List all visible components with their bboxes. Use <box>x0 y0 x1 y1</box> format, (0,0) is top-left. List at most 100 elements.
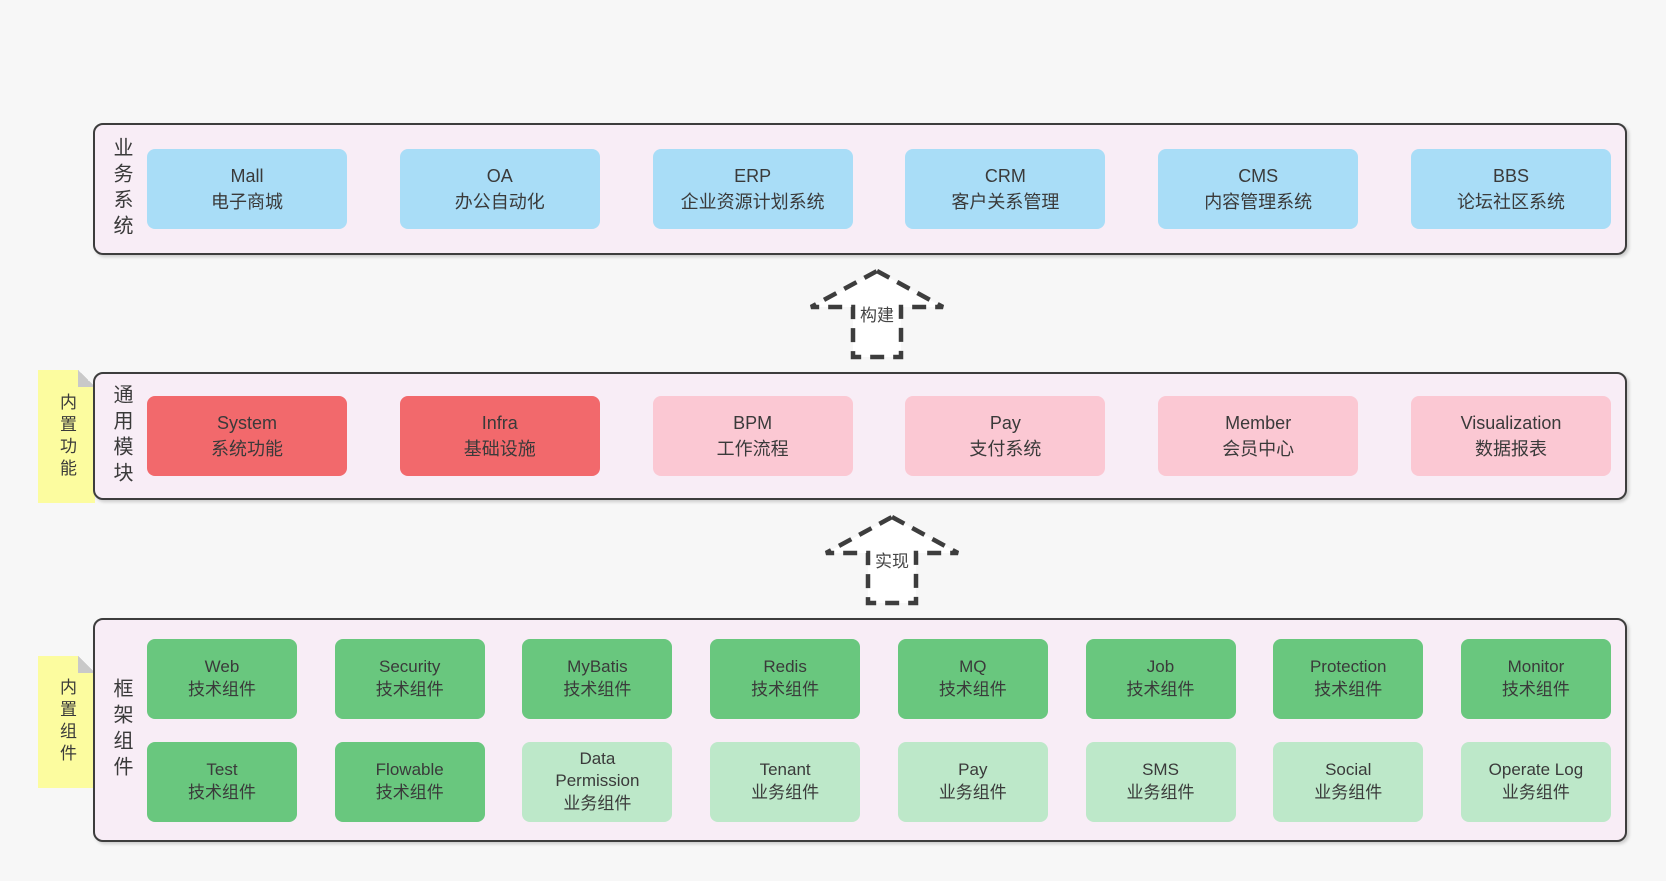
box-subtitle: 企业资源计划系统 <box>680 192 825 212</box>
sticky-note-builtin-components: 内置组件 <box>38 656 95 788</box>
box-title: BBS <box>1492 165 1529 186</box>
box-member: Member 会员中心 <box>1158 396 1359 476</box>
box-title: Data Permission <box>555 749 640 791</box>
box-mall: Mall 电子商城 <box>147 149 347 229</box>
box-erp: ERP 企业资源计划系统 <box>652 149 853 229</box>
implement-arrow: 实现 <box>822 514 962 606</box>
box-title: Visualization <box>1460 412 1562 433</box>
sticky-note-label: 内置功能 <box>57 392 76 481</box>
sticky-note-label: 内置组件 <box>57 678 76 766</box>
box-title: Pay <box>958 760 988 780</box>
box-title: Member <box>1225 412 1292 433</box>
section-label: 业务系统 <box>110 137 132 241</box>
box-subtitle: 技术组件 <box>375 782 444 802</box>
sticky-note-builtin-features: 内置功能 <box>38 370 95 503</box>
box-subtitle: 技术组件 <box>1126 679 1195 699</box>
box-monitor: Monitor 技术组件 <box>1460 638 1611 719</box>
implement-arrow-label: 实现 <box>872 546 912 573</box>
box-subtitle: 内容管理系统 <box>1204 192 1313 212</box>
component-row-2: Test 技术组件 Flowable 技术组件 Data Permission … <box>147 741 1611 822</box>
box-subtitle: 数据报表 <box>1474 439 1547 459</box>
box-tenant: Tenant 业务组件 <box>710 741 861 822</box>
box-subtitle: 业务组件 <box>1501 782 1570 802</box>
component-row-1: Web 技术组件 Security 技术组件 MyBatis 技术组件 Redi… <box>147 638 1611 719</box>
module-boxes: System 系统功能 Infra 基础设施 BPM 工作流程 Pay 支付系统… <box>147 374 1611 498</box>
folded-corner <box>78 370 95 387</box>
box-infra: Infra 基础设施 <box>399 396 600 476</box>
box-title: MyBatis <box>567 657 628 677</box>
box-security: Security 技术组件 <box>334 638 485 719</box>
component-rows: Web 技术组件 Security 技术组件 MyBatis 技术组件 Redi… <box>147 620 1611 840</box>
box-title: Security <box>378 657 441 677</box>
box-title: Mall <box>230 165 264 186</box>
box-subtitle: 客户关系管理 <box>951 192 1060 212</box>
box-web: Web 技术组件 <box>147 638 297 719</box>
box-title: Monitor <box>1507 657 1565 677</box>
box-subtitle: 技术组件 <box>751 679 820 699</box>
box-subtitle: 基础设施 <box>463 439 536 459</box>
box-social: Social 业务组件 <box>1273 741 1424 822</box>
box-crm: CRM 客户关系管理 <box>905 149 1106 229</box>
box-mq: MQ 技术组件 <box>897 638 1048 719</box>
box-subtitle: 技术组件 <box>938 679 1007 699</box>
box-visualization: Visualization 数据报表 <box>1410 396 1611 476</box>
box-subtitle: 支付系统 <box>969 439 1042 459</box>
box-subtitle: 业务组件 <box>563 793 632 813</box>
box-system: System 系统功能 <box>147 396 347 476</box>
box-subtitle: 技术组件 <box>188 782 256 802</box>
box-title: Job <box>1146 657 1175 677</box>
section-label-zone: 业务系统 <box>95 125 147 253</box>
box-subtitle: 系统功能 <box>211 439 283 459</box>
section-framework-components: 框架组件 Web 技术组件 Security 技术组件 MyBatis 技术组件… <box>93 618 1627 842</box>
folded-corner <box>78 656 95 673</box>
box-cms: CMS 内容管理系统 <box>1158 149 1359 229</box>
box-title: ERP <box>734 165 772 186</box>
box-title: Test <box>206 760 238 780</box>
box-title: Social <box>1325 760 1372 780</box>
box-oa: OA 办公自动化 <box>399 149 600 229</box>
box-subtitle: 办公自动化 <box>454 192 545 212</box>
box-subtitle: 业务组件 <box>1126 782 1195 802</box>
box-test: Test 技术组件 <box>147 741 297 822</box>
section-business-systems: 业务系统 Mall 电子商城 OA 办公自动化 ERP 企业资源计划系统 CRM… <box>93 123 1627 255</box>
box-subtitle: 技术组件 <box>1501 679 1570 699</box>
box-subtitle: 论坛社区系统 <box>1456 192 1565 212</box>
box-pay-business: Pay 业务组件 <box>897 741 1048 822</box>
section-label: 通用模块 <box>110 384 132 488</box>
box-subtitle: 技术组件 <box>1314 679 1383 699</box>
box-flowable: Flowable 技术组件 <box>334 741 485 822</box>
box-title: Flowable <box>375 760 444 780</box>
box-title: CRM <box>984 165 1026 186</box>
box-title: Web <box>204 657 240 677</box>
box-title: Redis <box>763 657 807 677</box>
box-title: Operate Log <box>1488 760 1584 780</box>
box-bbs: BBS 论坛社区系统 <box>1410 149 1611 229</box>
box-subtitle: 技术组件 <box>375 679 444 699</box>
section-common-modules: 通用模块 System 系统功能 Infra 基础设施 BPM 工作流程 Pay… <box>93 372 1627 500</box>
box-title: CMS <box>1238 165 1279 186</box>
box-subtitle: 会员中心 <box>1222 439 1295 459</box>
build-arrow-label: 构建 <box>857 300 897 327</box>
box-subtitle: 技术组件 <box>563 679 632 699</box>
box-job: Job 技术组件 <box>1085 638 1236 719</box>
box-title: BPM <box>733 412 773 433</box>
box-title: Infra <box>481 412 518 433</box>
box-title: System <box>216 412 277 433</box>
box-title: OA <box>486 165 513 186</box>
box-subtitle: 电子商城 <box>211 192 283 212</box>
box-title: Protection <box>1309 657 1387 677</box>
box-data-permission: Data Permission 业务组件 <box>522 741 673 822</box>
box-sms: SMS 业务组件 <box>1085 741 1236 822</box>
box-subtitle: 工作流程 <box>716 439 789 459</box>
box-subtitle: 业务组件 <box>938 782 1007 802</box>
box-title: SMS <box>1142 760 1179 780</box>
box-operate-log: Operate Log 业务组件 <box>1460 741 1611 822</box>
box-subtitle: 技术组件 <box>188 679 256 699</box>
box-subtitle: 业务组件 <box>751 782 820 802</box>
box-title: Pay <box>989 412 1021 433</box>
build-arrow: 构建 <box>807 268 947 360</box>
section-label-zone: 通用模块 <box>95 374 147 498</box>
box-protection: Protection 技术组件 <box>1273 638 1424 719</box>
box-title: MQ <box>959 657 987 677</box>
box-redis: Redis 技术组件 <box>710 638 861 719</box>
